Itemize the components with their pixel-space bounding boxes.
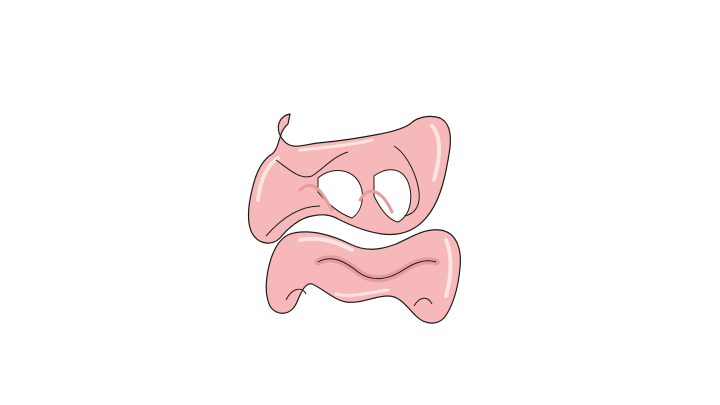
upper-shadow-fold-2 bbox=[358, 189, 394, 214]
lower-fold-left bbox=[285, 288, 307, 301]
upper-shadow-fold-1 bbox=[298, 183, 334, 212]
upper-highlight-left bbox=[256, 156, 280, 202]
lower-inner-groove-line bbox=[317, 258, 437, 280]
upper-highlight-top bbox=[298, 138, 374, 152]
upper-intestine-loop bbox=[247, 113, 451, 244]
lower-intestine-loop bbox=[265, 229, 461, 324]
lower-highlight-right bbox=[444, 238, 453, 298]
lower-fold-right bbox=[413, 297, 433, 307]
upper-inner-gap-2 bbox=[373, 169, 412, 223]
upper-contour-3 bbox=[265, 205, 321, 237]
lower-highlight-top bbox=[298, 236, 354, 252]
lower-highlight-bottom bbox=[334, 288, 390, 297]
upper-highlight-right bbox=[430, 124, 441, 182]
upper-contour-1 bbox=[275, 151, 349, 178]
upper-contour-2 bbox=[393, 145, 420, 217]
